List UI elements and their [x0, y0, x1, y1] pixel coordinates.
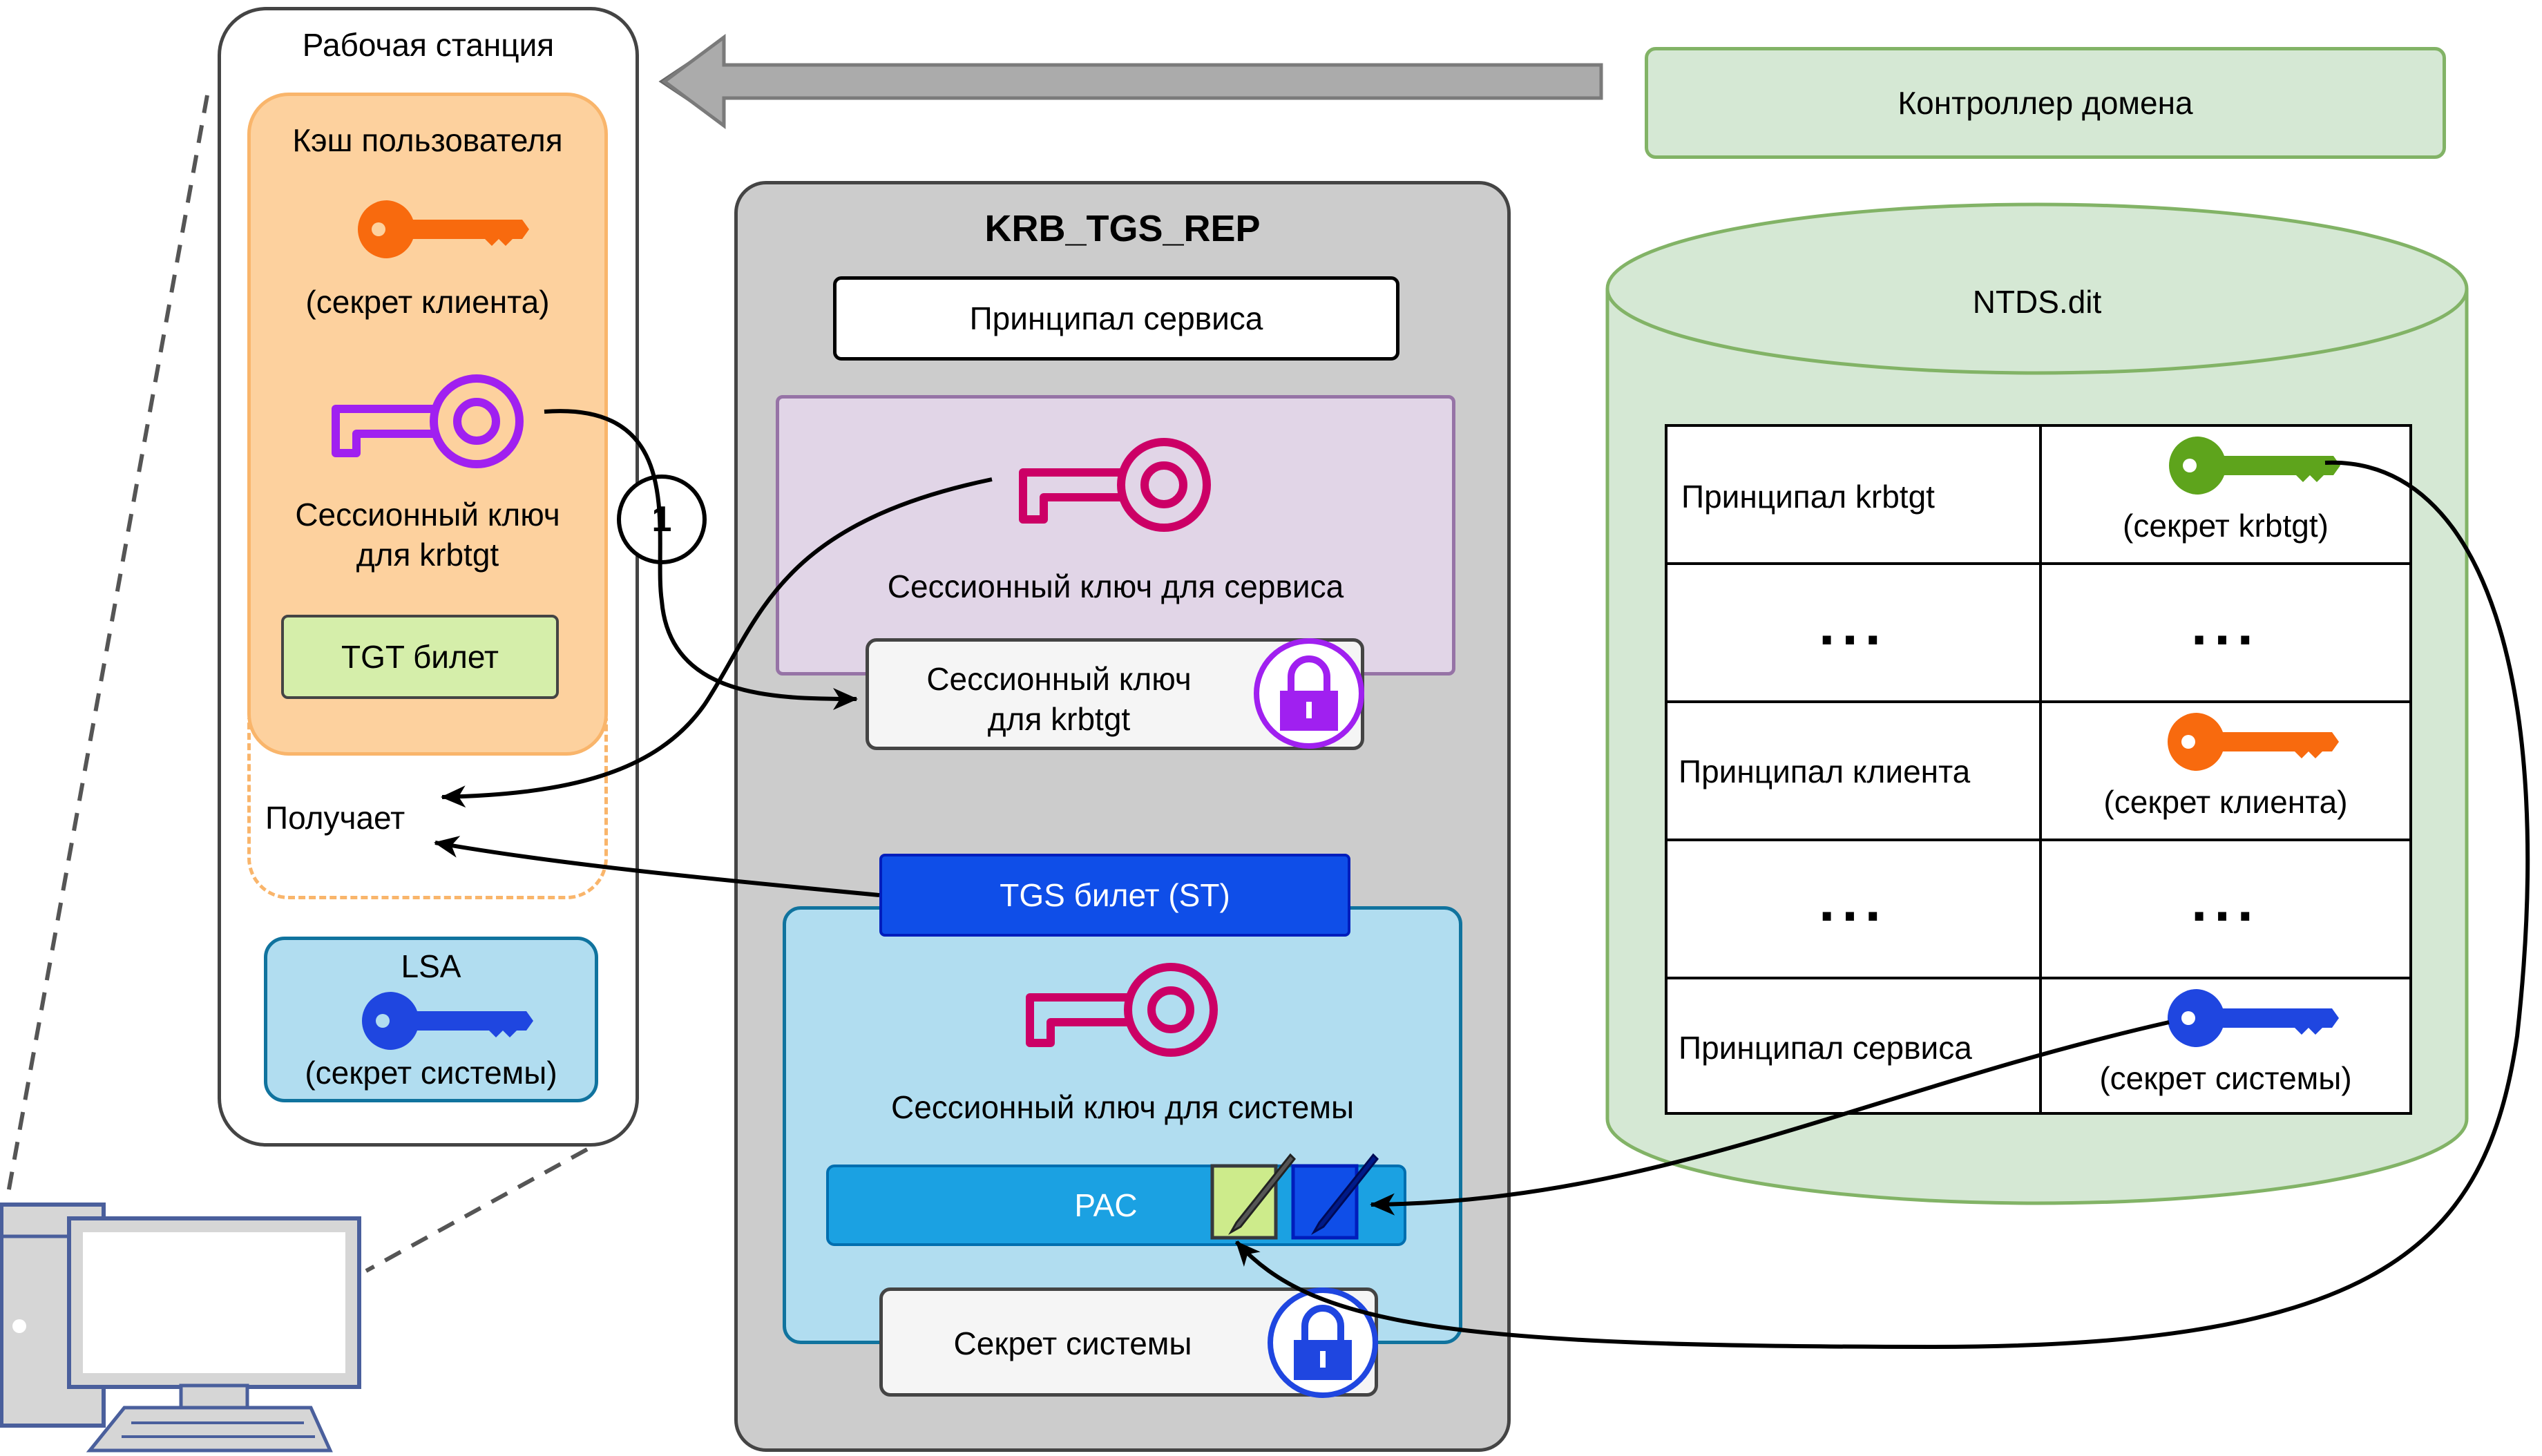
encrypted-session-key-line2: для krbtgt	[987, 701, 1131, 737]
ntds-ellipsis-secret-2: ...	[2190, 868, 2260, 933]
pink-key-icon	[1019, 438, 1211, 532]
ntds-secret-krbtgt: (секрет krbtgt)	[2123, 508, 2329, 544]
ntds-principal-krbtgt: Принципал krbtgt	[1681, 479, 1935, 515]
table-row	[1667, 703, 2409, 841]
blue-signature-icon	[1291, 1153, 1379, 1240]
lsa-caption: (секрет системы)	[305, 1055, 557, 1091]
connector-tgs-to-receives	[434, 836, 880, 897]
user-cache-title: Кэш пользователя	[292, 122, 563, 158]
system-secret-label: Секрет системы	[953, 1325, 1192, 1361]
zoom-lines	[5, 95, 589, 1273]
connector-krbtgt-secret-to-signature	[1234, 460, 2530, 1350]
tgt-ticket: TGT билет	[281, 615, 559, 699]
service-principal-label: Принципал сервиса	[969, 300, 1263, 336]
tgt-ticket-label: TGT билет	[341, 639, 499, 675]
session-key-caption-line1: Сессионный ключ	[295, 497, 560, 533]
green-signature-icon	[1210, 1153, 1297, 1240]
computer-icon	[0, 1203, 361, 1453]
gray-arrow-icon	[658, 34, 1603, 129]
system-session-key-caption: Сессионный ключ для системы	[890, 1089, 1355, 1125]
session-key-caption: Сессионный ключ для krbtgt	[247, 495, 608, 575]
connector-service-secret-to-signature	[1370, 1020, 2170, 1216]
tgs-ticket-header: TGS билет (ST)	[879, 854, 1350, 937]
purple-key-icon	[332, 374, 524, 468]
table-row	[1667, 565, 2409, 703]
ntds-secret-client: (секрет клиента)	[2103, 784, 2348, 820]
service-session-key-caption: Сессионный ключ для сервиса	[887, 568, 1344, 604]
service-principal-box: Принципал сервиса	[833, 276, 1399, 361]
table-row	[1667, 841, 2409, 979]
encrypted-session-key-caption: Сессионный ключ для krbtgt	[866, 659, 1252, 739]
ntds-title: NTDS.dit	[1972, 284, 2102, 320]
ntds-secret-service: (секрет системы)	[2099, 1060, 2352, 1096]
blue-lock-icon	[1268, 1287, 1378, 1398]
user-cache-dashed-extension	[247, 718, 608, 899]
session-key-caption-line2: для krbtgt	[356, 537, 499, 573]
krb-tgs-rep-title: KRB_TGS_REP	[984, 208, 1261, 249]
lsa-title: LSA	[401, 948, 461, 984]
ntds-ellipsis-principal-2: ...	[1818, 868, 1888, 933]
orange-key-icon	[358, 200, 529, 258]
ntds-ellipsis-secret: ...	[2190, 592, 2260, 657]
pink-key-icon	[1026, 963, 1218, 1057]
orange-key-icon	[2168, 713, 2339, 771]
step-marker-label: 1	[651, 499, 672, 539]
table-row	[1667, 427, 2409, 565]
receives-label: Получает	[265, 800, 405, 836]
connector-session-key-to-encrypted	[544, 409, 858, 710]
ntds-table: Принципал krbtgt (секрет krbtgt) ... ...…	[1665, 424, 2412, 1115]
client-secret-caption: (секрет клиента)	[305, 284, 550, 320]
domain-controller-box: Контроллер домена	[1645, 47, 2446, 159]
blue-key-icon	[2168, 989, 2339, 1047]
green-key-icon	[2169, 437, 2340, 495]
ntds-ellipsis-principal: ...	[1818, 592, 1888, 657]
ntds-principal-service: Принципал сервиса	[1679, 1030, 1972, 1066]
purple-lock-icon	[1254, 638, 1364, 749]
tgs-ticket-panel	[783, 906, 1462, 1344]
connector-service-key-to-receives	[441, 477, 993, 808]
blue-key-icon	[362, 992, 533, 1050]
workstation-title: Рабочая станция	[302, 27, 555, 63]
encrypted-session-key-line1: Сессионный ключ	[926, 661, 1192, 697]
tgs-ticket-label: TGS билет (ST)	[1000, 877, 1230, 913]
domain-controller-label: Контроллер домена	[1898, 85, 2193, 121]
ntds-principal-client: Принципал клиента	[1679, 754, 1971, 789]
table-column-divider	[2039, 427, 2042, 1112]
pac-label: PAC	[1074, 1187, 1138, 1223]
